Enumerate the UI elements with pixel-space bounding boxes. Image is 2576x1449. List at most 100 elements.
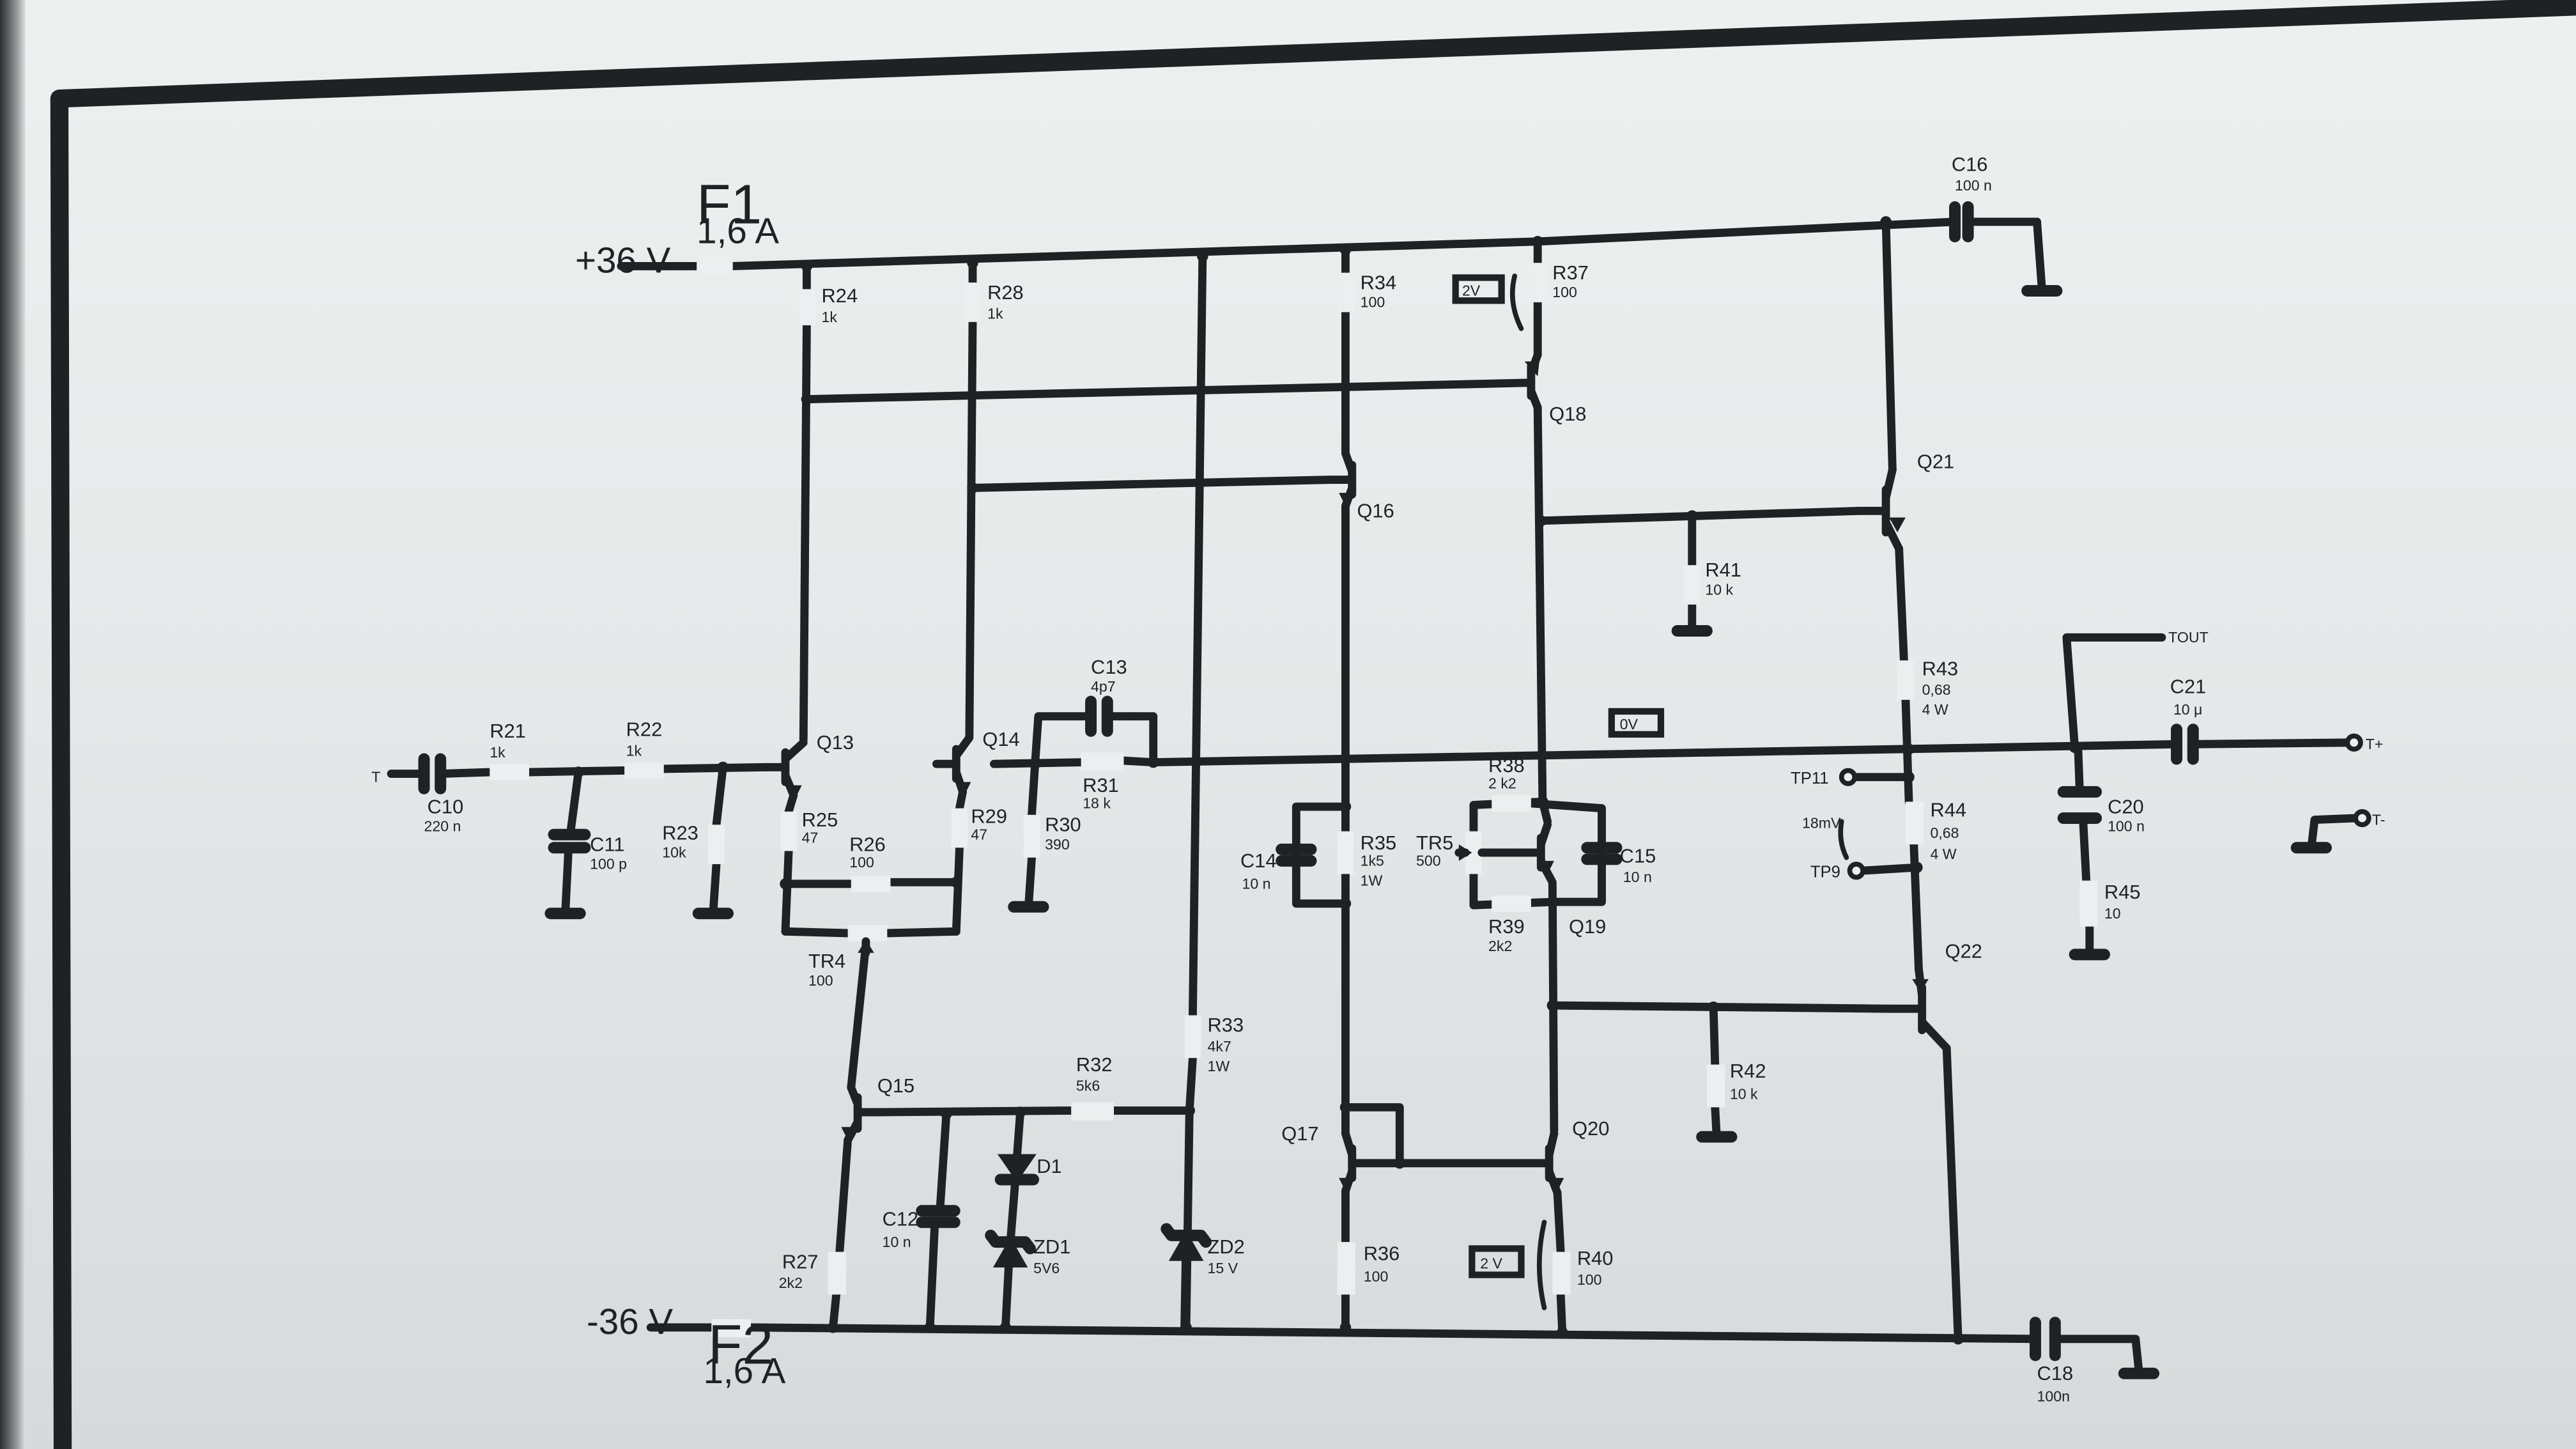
resistor-r24 [798,289,815,325]
c21-value: 10 μ [2173,701,2202,718]
transistor-q21 [1853,465,1906,553]
test-point-tp9-label: TP9 [1810,864,1840,881]
junction-dot [827,1322,839,1333]
fuse-f1 [697,256,733,275]
r33-power: 1W [1208,1058,1230,1074]
voltage-r40-label: 2 V [1480,1255,1502,1271]
r38-value: 2 k2 [1488,775,1516,792]
tr4-value: 100 [808,972,833,989]
r37-name: R37 [1552,261,1589,284]
terminal-t-plus-connector[interactable] [2345,733,2363,752]
terminal-input-label: T [371,768,380,785]
test-point-tp11[interactable] [1839,768,1858,786]
r33-name: R33 [1208,1014,1244,1036]
resistor-r32 [1071,1102,1114,1120]
voltage-box-r37 [1452,274,1505,304]
c10-name: C10 [428,795,464,817]
r27-value: 2k2 [779,1275,803,1291]
junction-dot [950,876,962,888]
resistors [490,256,2098,1338]
r44-value: 0,68 [1930,825,1959,841]
junction-dot [801,260,813,272]
tr4-name: TR4 [808,950,845,972]
junction-dot [1339,897,1352,910]
voltage-box-r40 [1469,1245,1525,1278]
q15-name: Q15 [877,1074,914,1097]
r26-name: R26 [849,833,886,855]
r30-value: 390 [1045,836,1070,853]
resistor-r35 [1337,831,1354,874]
junction-dot [717,761,729,773]
c12-name: C12 [883,1207,919,1230]
r37-value: 100 [1552,284,1577,300]
junction-dot [1339,1101,1352,1113]
r41-value: 10 k [1705,581,1733,598]
r28-value: 1k [987,306,1003,322]
resistor-r28 [964,283,981,322]
junction-dot [1339,1322,1352,1333]
junction-dot [967,482,978,494]
resistor-r44 [1905,802,1924,845]
labels: +36 V -36 V F1 1,6 A F2 1,6 A R21 1k R22… [371,153,2385,1404]
voltage-arrow-bias [1838,819,1849,860]
resistor-r45 [2079,880,2098,927]
voltage-arrow-r40 [1536,1220,1547,1310]
voltage-box-out [1608,708,1665,738]
q13-name: Q13 [817,731,854,754]
rail-negative-label: -36 V [587,1301,673,1342]
junction-dot [1880,216,1892,228]
r33-value: 4k7 [1208,1038,1231,1055]
r35-name: R35 [1361,832,1397,854]
r21-name: R21 [490,720,526,742]
q21-name: Q21 [1917,451,1954,473]
junction-dot [780,878,791,890]
c11-name: C11 [590,833,624,855]
junction-dot [573,766,584,778]
resistor-r30 [1023,814,1040,858]
junction-dot [1197,251,1208,262]
terminal-t-minus-connector[interactable] [2353,809,2372,828]
f1-value: 1,6 A [697,210,779,251]
junction-dot [1557,1326,1568,1338]
junction-dot [1546,896,1559,908]
resistor-r31 [1081,752,1124,771]
resistor-r34 [1337,272,1354,313]
test-point-tp9[interactable] [1847,862,1865,880]
junction-dot [1184,1104,1196,1117]
junction-dot [1911,862,1923,873]
ground-symbols [544,284,2332,1379]
zd2-value: 15 V [1208,1260,1238,1276]
r22-value: 1k [626,742,642,759]
c11-value: 100 p [590,856,627,872]
transistors [761,350,1951,1197]
r42-value: 10 k [1730,1086,1758,1103]
drawing-frame [50,0,2576,1449]
c14-name: C14 [1240,849,1277,872]
r31-name: R31 [1083,774,1119,796]
junction-dot [1952,1333,1964,1345]
c16-name: C16 [1952,153,1988,175]
r44-name: R44 [1930,798,1966,821]
r24-value: 1k [822,309,838,325]
test-point-tp11-label: TP11 [1791,770,1828,787]
junction-dot [1686,510,1698,522]
r39-value: 2k2 [1488,938,1512,954]
junction-dot [1339,244,1352,256]
r34-name: R34 [1361,271,1397,293]
junction-dot [1903,771,1915,783]
voltage-r37-label: 2V [1462,283,1481,299]
junction-dots [573,216,2081,1345]
junction-dot [999,1322,1012,1333]
resistor-r33 [1184,1015,1201,1058]
c18-name: C18 [2037,1362,2074,1384]
c21-name: C21 [2170,676,2207,698]
r24-name: R24 [822,284,858,307]
q18-name: Q18 [1549,403,1586,425]
r27-name: R27 [782,1250,819,1273]
q16-name: Q16 [1357,500,1394,522]
junction-dot [941,1108,952,1120]
q22-name: Q22 [1945,940,1982,962]
resistor-r43 [1897,660,1914,700]
